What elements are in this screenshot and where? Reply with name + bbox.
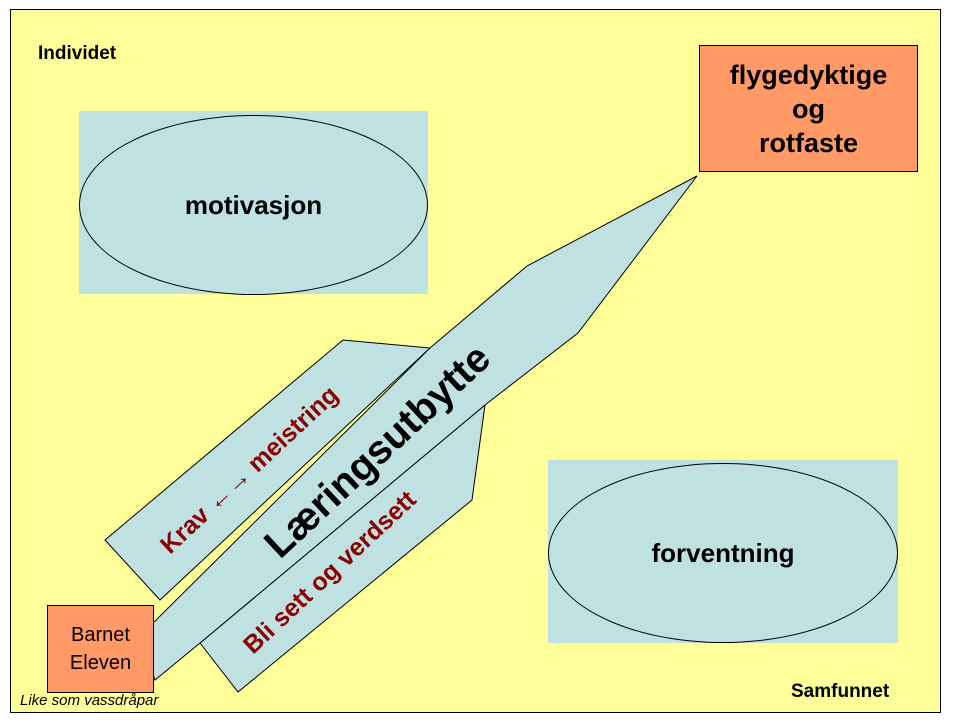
child-box: Barnet Eleven bbox=[47, 605, 154, 693]
child-line-1: Barnet bbox=[71, 621, 130, 649]
note-text: Like som vassdråpar bbox=[20, 692, 158, 709]
goal-box: flygedyktige og rotfaste bbox=[699, 45, 918, 172]
child-line-2: Eleven bbox=[70, 649, 131, 677]
goal-line-3: rotfaste bbox=[759, 126, 858, 160]
goal-line-1: flygedyktige bbox=[730, 58, 888, 92]
goal-line-2: og bbox=[792, 92, 825, 126]
